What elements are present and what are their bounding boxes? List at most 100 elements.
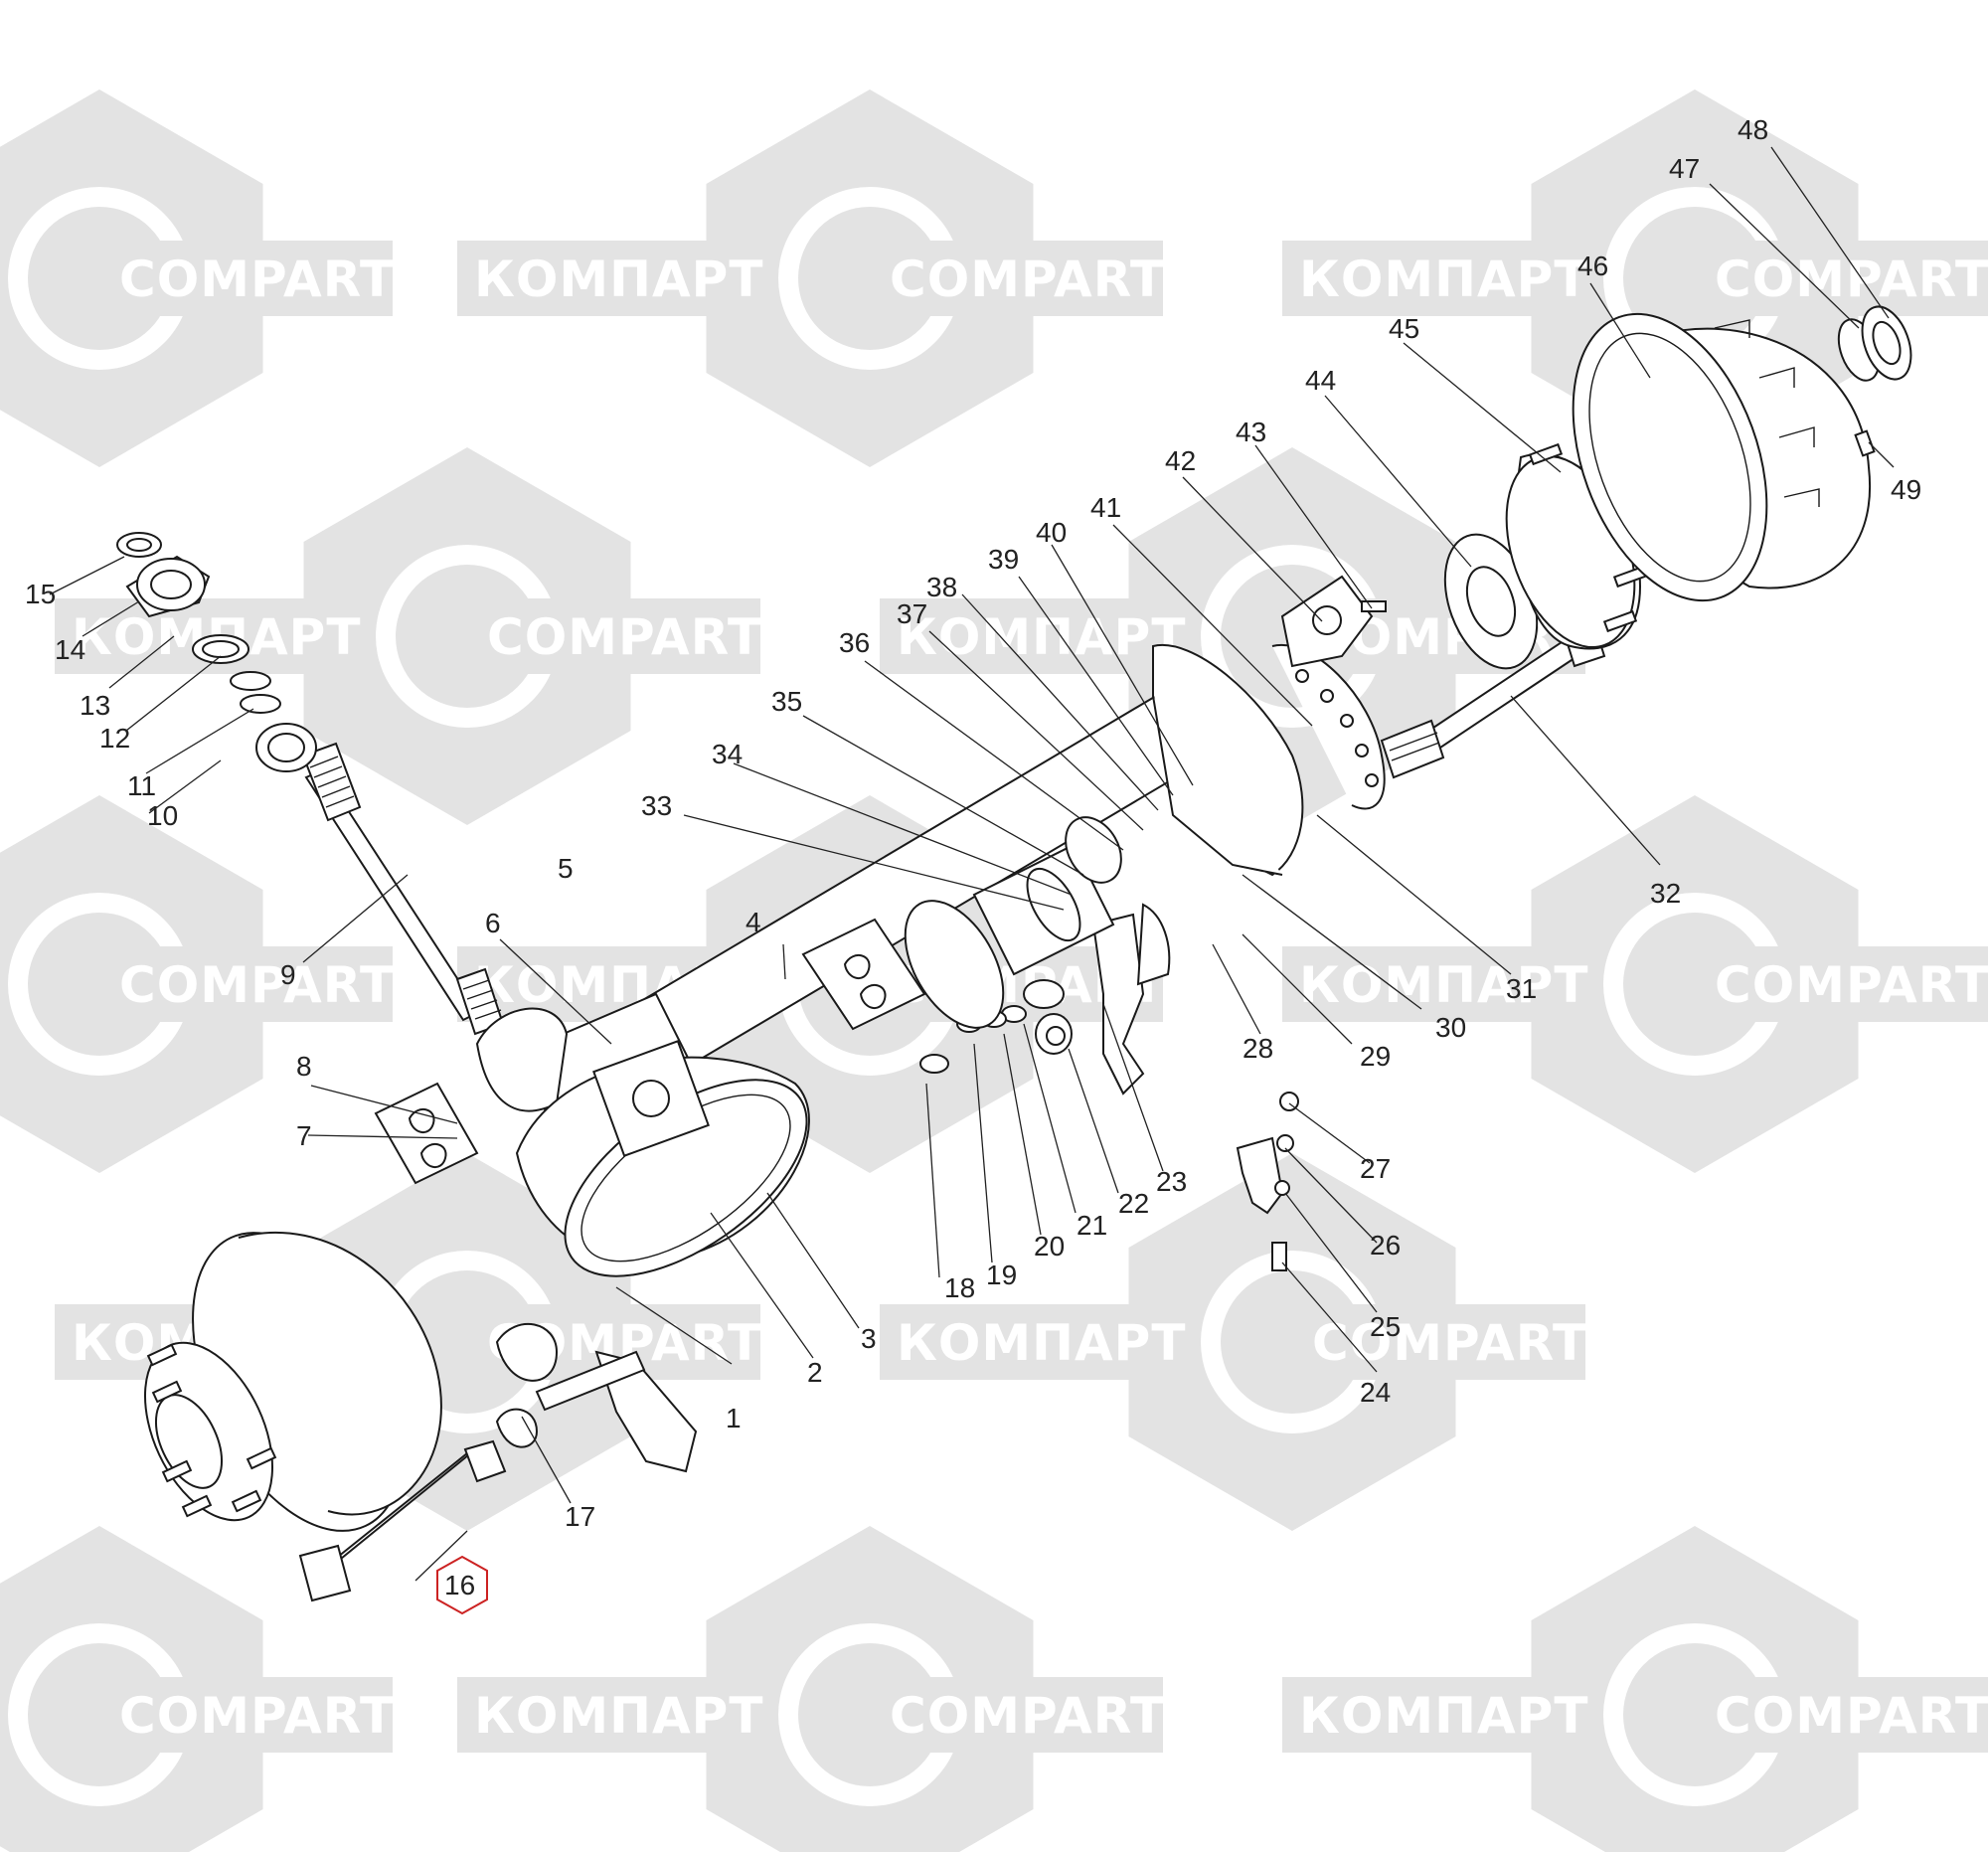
watermark-text-latin: COMPART <box>1715 1687 1988 1745</box>
part-label-46[interactable]: 46 <box>1577 251 1608 281</box>
part-label-49[interactable]: 49 <box>1891 474 1921 505</box>
part-label-14[interactable]: 14 <box>55 634 85 665</box>
watermark-banner <box>1700 946 1988 1022</box>
watermark-text-latin: COMPART <box>119 956 395 1014</box>
part-label-37[interactable]: 37 <box>897 598 927 629</box>
part-label-48[interactable]: 48 <box>1738 114 1768 145</box>
part-label-43[interactable]: 43 <box>1236 417 1266 447</box>
part-label-30[interactable]: 30 <box>1435 1012 1466 1043</box>
watermark-banner <box>880 1304 1168 1380</box>
part-16-bolt[interactable] <box>298 1439 507 1602</box>
brake-drum-left <box>143 1232 442 1532</box>
part-label-42[interactable]: 42 <box>1165 445 1196 476</box>
watermark-layer: КОМПАРТ COMPART КОМПАРТ COMPART КОМПАРТ COMPA… <box>0 89 1988 1852</box>
part-label-13[interactable]: 13 <box>80 690 110 721</box>
cylinder-assembly <box>972 816 1122 976</box>
watermark-text-cyrillic: КОМПАРТ <box>897 608 1186 666</box>
part-label-23[interactable]: 23 <box>1156 1166 1187 1197</box>
left-seal-stack <box>116 532 317 772</box>
part-label-36[interactable]: 36 <box>839 627 870 658</box>
brake-cam-assembly <box>1280 575 1387 668</box>
part-label-39[interactable]: 39 <box>988 544 1019 575</box>
part-label-2[interactable]: 2 <box>807 1357 823 1388</box>
part-label-9[interactable]: 9 <box>280 959 296 990</box>
watermark-banner <box>55 598 343 674</box>
part-label-29[interactable]: 29 <box>1360 1041 1391 1072</box>
watermark-text-latin: COMPART <box>119 1687 395 1745</box>
part-label-8[interactable]: 8 <box>296 1051 312 1082</box>
part-label-10[interactable]: 10 <box>147 800 178 831</box>
watermark-text-latin: COMPART <box>890 251 1165 308</box>
watermark-banner <box>457 1677 746 1753</box>
part-labels: 1 2 3 4 5 6 7 8 9 10 11 12 13 14 15 16 1… <box>25 114 1921 1600</box>
brake-drum-right <box>1572 312 1872 602</box>
part-label-35[interactable]: 35 <box>771 686 802 717</box>
part-label-6[interactable]: 6 <box>485 908 501 938</box>
part-label-34[interactable]: 34 <box>712 739 743 769</box>
watermark-text-latin: COMPART <box>119 251 395 308</box>
part-label-3[interactable]: 3 <box>861 1323 877 1354</box>
part-label-22[interactable]: 22 <box>1118 1188 1149 1219</box>
highlight-hexagon-16 <box>436 1555 488 1615</box>
part-label-5[interactable]: 5 <box>558 853 574 884</box>
part-label-24[interactable]: 24 <box>1360 1377 1391 1408</box>
leader-lines <box>49 146 1895 1582</box>
left-bracket <box>495 1323 698 1473</box>
part-label-47[interactable]: 47 <box>1669 153 1700 184</box>
part-label-27[interactable]: 27 <box>1360 1153 1391 1184</box>
watermark-banner <box>472 598 760 674</box>
watermark-banner <box>104 241 393 316</box>
part-label-7[interactable]: 7 <box>296 1120 312 1151</box>
part-label-28[interactable]: 28 <box>1242 1033 1273 1064</box>
watermark-tile: КОМПАРТ COMPART <box>880 1153 1587 1531</box>
watermark-text-cyrillic: КОМПАРТ <box>1299 251 1588 308</box>
part-label-18[interactable]: 18 <box>944 1272 975 1303</box>
right-end-rings <box>1837 305 1912 457</box>
part-label-25[interactable]: 25 <box>1370 1311 1401 1342</box>
watermark-banner <box>1297 1304 1585 1380</box>
watermark-banner <box>875 1677 1163 1753</box>
part-label-38[interactable]: 38 <box>926 572 957 602</box>
part-label-33[interactable]: 33 <box>641 790 672 821</box>
part-label-31[interactable]: 31 <box>1506 973 1537 1004</box>
spring-pad-right <box>801 900 1005 1031</box>
watermark-text-latin: COMPART <box>487 608 762 666</box>
part-label-16[interactable]: 16 <box>444 1570 475 1600</box>
part-label-12[interactable]: 12 <box>99 723 130 754</box>
drive-shaft-left <box>301 742 505 1036</box>
part-label-17[interactable]: 17 <box>565 1501 595 1532</box>
lower-right-bracket <box>1236 1092 1299 1271</box>
part-label-26[interactable]: 26 <box>1370 1230 1401 1261</box>
part-label-19[interactable]: 19 <box>986 1260 1017 1290</box>
watermark-banner <box>457 241 746 316</box>
part-label-41[interactable]: 41 <box>1090 492 1121 523</box>
part-label-44[interactable]: 44 <box>1305 365 1336 396</box>
part-label-4[interactable]: 4 <box>746 907 761 937</box>
part-label-1[interactable]: 1 <box>726 1403 742 1433</box>
part-label-20[interactable]: 20 <box>1034 1231 1065 1262</box>
watermark-banner <box>1282 241 1571 316</box>
watermark-banner <box>104 946 393 1022</box>
watermark-banner <box>1282 946 1571 1022</box>
watermark-text-latin: COMPART <box>1312 1314 1587 1372</box>
watermark-text-latin: COMPART <box>890 1687 1165 1745</box>
part-label-45[interactable]: 45 <box>1389 313 1419 344</box>
part-label-15[interactable]: 15 <box>25 579 56 609</box>
part-label-21[interactable]: 21 <box>1077 1210 1107 1241</box>
watermark-text-cyrillic: КОМПАРТ <box>897 1314 1186 1372</box>
watermark-text-cyrillic: КОМПАРТ <box>474 1687 763 1745</box>
part-label-11[interactable]: 11 <box>127 770 156 801</box>
part-label-40[interactable]: 40 <box>1036 517 1067 548</box>
watermark-text-latin: COMPART <box>1715 956 1988 1014</box>
brake-backing-plate-right <box>1152 643 1386 877</box>
part-label-32[interactable]: 32 <box>1650 878 1681 909</box>
watermark-banner <box>875 241 1163 316</box>
